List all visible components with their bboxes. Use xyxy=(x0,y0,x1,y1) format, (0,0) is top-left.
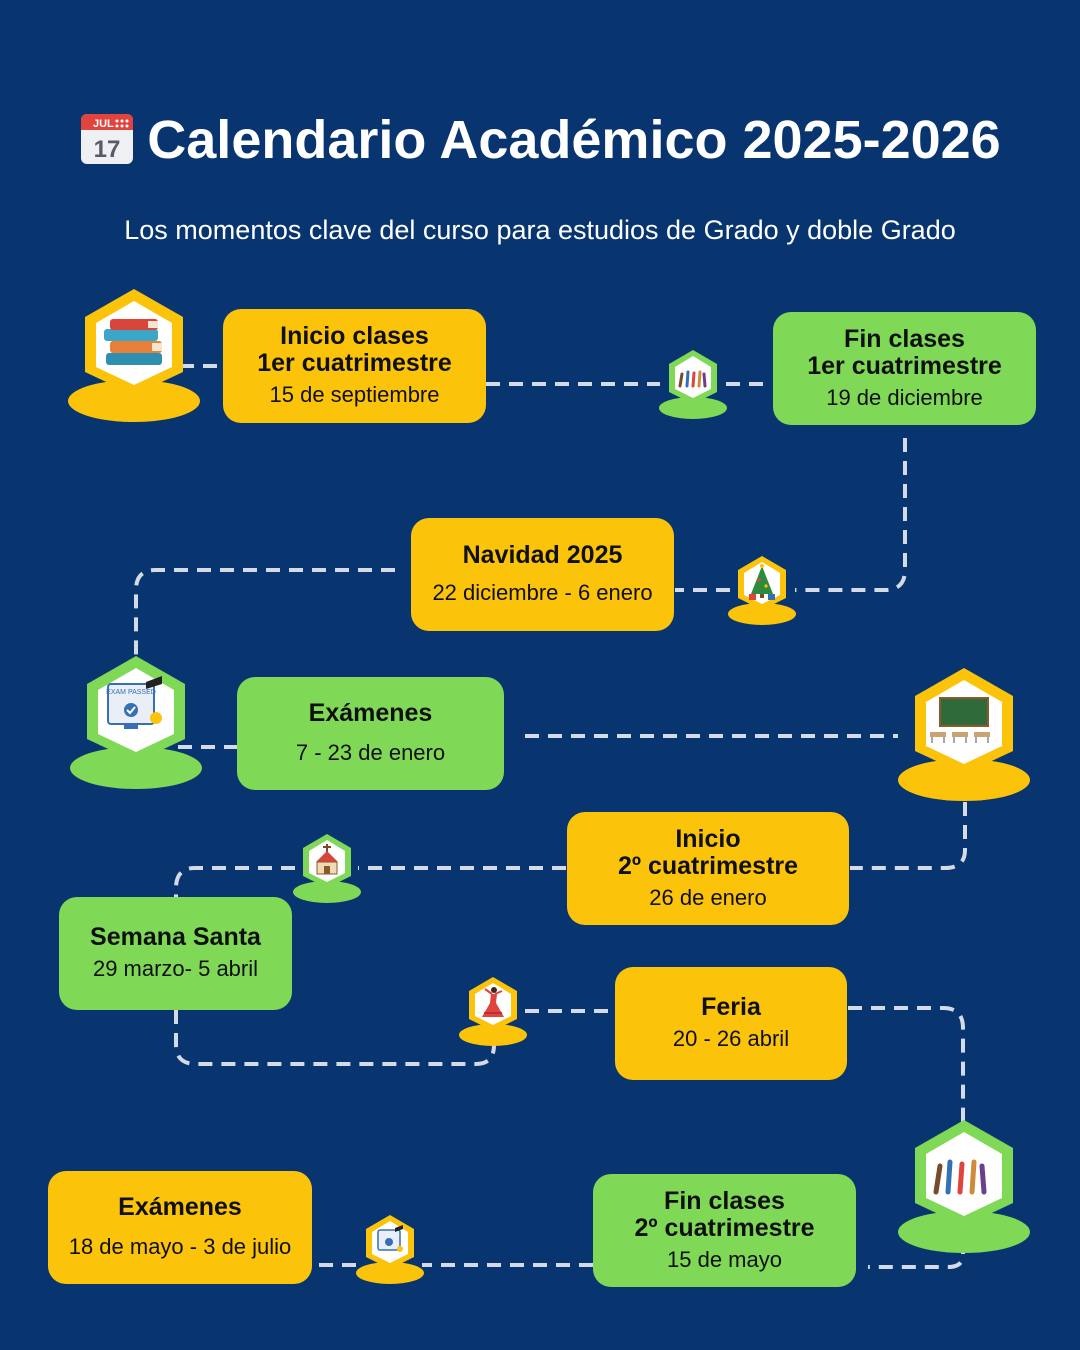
event-title: Exámenes xyxy=(308,699,433,727)
event-title: Fin clases xyxy=(844,324,965,353)
svg-text:EXAM PASSED: EXAM PASSED xyxy=(106,689,156,696)
christmas-tree-pin xyxy=(728,556,796,625)
exam-passed-pin-2 xyxy=(356,1215,424,1284)
path-segment xyxy=(174,866,295,897)
event-card-feria: Feria 20 - 26 abril xyxy=(615,967,847,1080)
title-text: Calendario Académico 2025-2026 xyxy=(147,110,1001,170)
path-segment xyxy=(174,1010,496,1066)
event-date: 29 marzo- 5 abril xyxy=(92,956,259,981)
path-segment xyxy=(134,568,395,660)
event-date: 7 - 23 de enero xyxy=(295,740,446,765)
books-pin xyxy=(68,289,200,422)
event-subtitle: 1er cuatrimestre xyxy=(807,351,1002,380)
event-title: Fin clases xyxy=(664,1186,785,1215)
event-date: 18 de mayo - 3 de julio xyxy=(68,1234,292,1259)
church-pin xyxy=(293,834,361,903)
classroom-pin xyxy=(898,668,1030,801)
flamenco-dancer-icon xyxy=(482,987,504,1017)
event-card-examenes-2: Exámenes 18 de mayo - 3 de julio xyxy=(48,1171,312,1284)
event-card-fin-2: Fin clases 2º cuatrimestre 15 de mayo xyxy=(593,1174,856,1287)
event-title: Exámenes xyxy=(118,1193,242,1221)
event-subtitle: 2º cuatrimestre xyxy=(634,1213,815,1242)
path-segment xyxy=(848,1006,965,1122)
path-segment xyxy=(795,438,907,592)
event-date: 20 - 26 abril xyxy=(672,1026,790,1051)
raised-hands-pin xyxy=(659,350,727,419)
event-title: Semana Santa xyxy=(90,923,261,951)
event-card-navidad: Navidad 2025 22 diciembre - 6 enero xyxy=(411,518,674,631)
svg-text:17: 17 xyxy=(94,136,121,163)
raised-hands-pin-2 xyxy=(898,1120,1030,1253)
exam-passed-pin: EXAM PASSED xyxy=(70,656,202,789)
subtitle: Los momentos clave del curso para estudi… xyxy=(124,215,956,245)
raised-hands-icon xyxy=(678,370,707,388)
books-icon xyxy=(104,319,162,365)
church-icon xyxy=(316,844,338,875)
event-date: 26 de enero xyxy=(649,884,767,910)
event-date: 22 diciembre - 6 enero xyxy=(432,580,653,605)
flamenco-dancer-pin xyxy=(459,977,527,1046)
event-date: 15 de mayo xyxy=(667,1246,782,1272)
christmas-tree-icon xyxy=(749,564,775,600)
classroom-icon xyxy=(930,697,990,743)
event-card-inicio-2: Inicio 2º cuatrimestre 26 de enero xyxy=(567,812,849,925)
event-title: Feria xyxy=(701,993,761,1021)
event-card-semana-santa: Semana Santa 29 marzo- 5 abril xyxy=(59,897,292,1010)
event-subtitle: 1er cuatrimestre xyxy=(257,349,452,377)
event-date: 19 de diciembre xyxy=(826,384,983,410)
event-title: Inicio clases xyxy=(280,322,429,350)
event-title: Navidad 2025 xyxy=(462,541,623,569)
event-card-examenes-1: Exámenes 7 - 23 de enero xyxy=(237,677,504,790)
path-segment xyxy=(850,802,967,870)
page-title: JUL 17 Calendario Académico 2025-2026 xyxy=(0,100,1080,188)
event-subtitle: 2º cuatrimestre xyxy=(617,851,799,880)
path-segment xyxy=(868,1240,965,1269)
event-card-fin-1: Fin clases 1er cuatrimestre 19 de diciem… xyxy=(773,312,1036,425)
svg-text:JUL: JUL xyxy=(93,118,114,130)
raised-hands-icon xyxy=(933,1159,987,1195)
event-card-inicio-1: Inicio clases 1er cuatrimestre 15 de sep… xyxy=(223,309,486,423)
exam-passed-icon xyxy=(377,1225,403,1252)
event-title: Inicio xyxy=(675,824,741,853)
calendar-icon: JUL 17 xyxy=(79,108,135,188)
exam-passed-icon: EXAM PASSED xyxy=(106,676,162,729)
event-date: 15 de septiembre xyxy=(269,382,440,407)
